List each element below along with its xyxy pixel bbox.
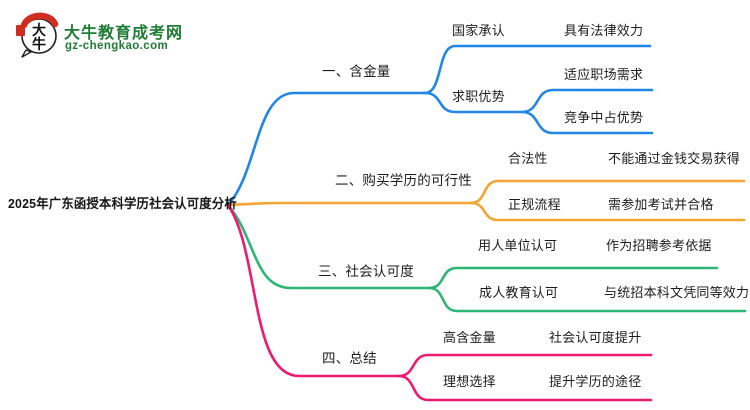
branch-4-label: 四、总结: [322, 351, 377, 366]
logo-bull-icon: 大 牛: [16, 12, 59, 58]
node-no-money-trade: 不能通过金钱交易获得: [608, 151, 741, 166]
branch-3-main-line: [226, 203, 431, 290]
branch-3-label: 三、社会认可度: [318, 264, 414, 279]
node-exam-required: 需参加考试并合格: [608, 197, 714, 212]
branch-1-child-1-line: [423, 44, 652, 95]
branch-1-label: 一、含金量: [322, 64, 391, 79]
node-legality: 合法性: [508, 151, 548, 166]
root-topic: 2025年广东函授本科学历社会认可度分析: [8, 196, 237, 211]
logo-brand-text: 大牛教育成考网: [64, 25, 184, 42]
node-upgrade-path: 提升学历的途径: [549, 374, 642, 389]
logo-char-bottom: 牛: [32, 36, 46, 52]
node-recruitment-reference: 作为招聘参考依据: [606, 238, 712, 253]
node-legal-effect: 具有法律效力: [564, 23, 644, 38]
node-employer-recognition: 用人单位认可: [478, 238, 558, 253]
logo-domain-text: gz-chengkao.com: [65, 40, 169, 52]
node-adult-education-recognition: 成人教育认可: [479, 285, 559, 300]
branch-2-child-2-line: [469, 201, 746, 222]
node-high-value: 高含金量: [443, 330, 496, 345]
branch-2-lines: [226, 179, 746, 222]
branch-3-child-2-line: [427, 286, 747, 313]
node-job-advantage: 求职优势: [452, 89, 505, 104]
node-equivalent-to-fulltime: 与统招本科文凭同等效力: [604, 285, 750, 300]
branch-3-child-1-line: [427, 266, 719, 290]
site-logo[interactable]: 大 牛 大牛教育成考网 gz-chengkao.com: [14, 8, 194, 60]
branch-4-child-2-line: [397, 374, 653, 402]
node-national-recognition: 国家承认: [452, 23, 505, 38]
branch-4-main-line: [226, 203, 401, 378]
node-competitive-edge: 竞争中占优势: [564, 110, 644, 125]
branch-1-main-line: [226, 91, 427, 207]
branch-3-lines: [226, 203, 747, 313]
branch-4-lines: [226, 203, 653, 402]
branch-1-grandchild-2-line: [520, 110, 654, 135]
branch-1-lines: [226, 44, 654, 207]
branch-1-grandchild-1-line: [520, 88, 654, 114]
branch-4-child-1-line: [397, 353, 653, 378]
node-recognition-boost: 社会认可度提升: [549, 330, 642, 345]
branch-2-main-line: [226, 201, 473, 207]
logo-char-top: 大: [32, 22, 46, 38]
branch-2-label: 二、购买学历的可行性: [335, 173, 472, 188]
node-formal-process: 正规流程: [508, 197, 561, 212]
node-ideal-choice: 理想选择: [443, 374, 496, 389]
branch-1-child-2-line: [423, 91, 524, 114]
node-workplace-fit: 适应职场需求: [564, 67, 644, 82]
